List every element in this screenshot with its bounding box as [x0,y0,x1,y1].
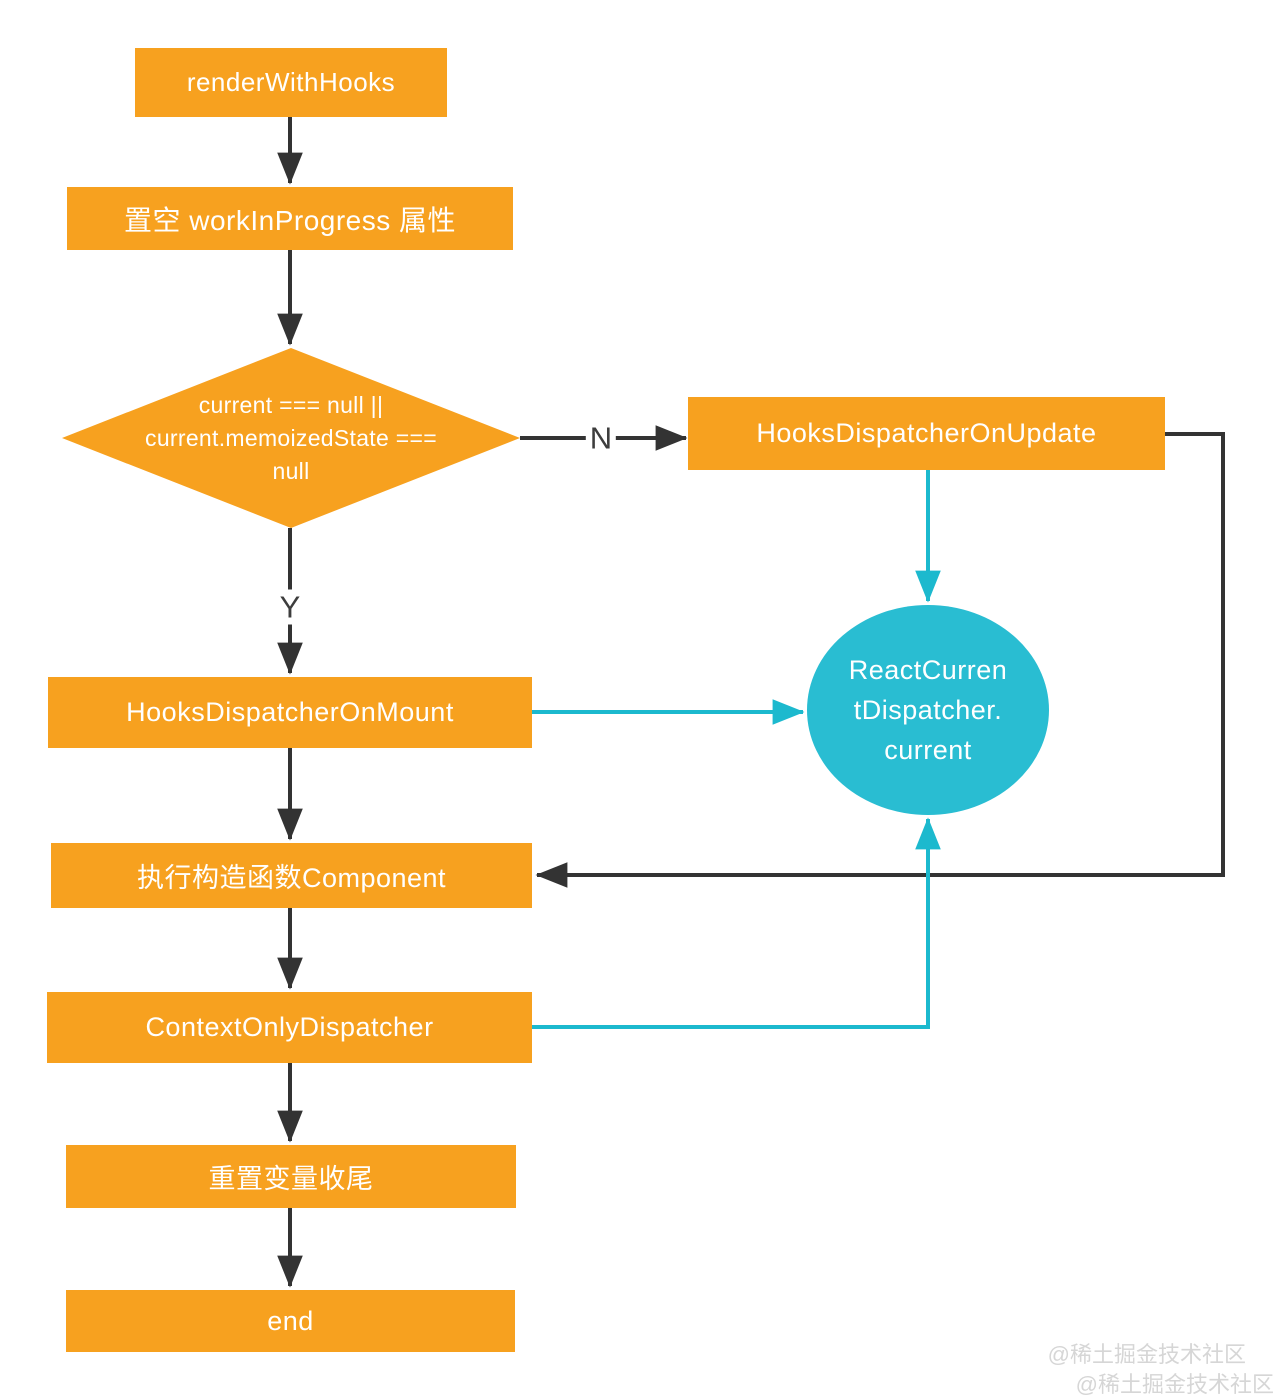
node-render-with-hooks: renderWithHooks [135,48,447,117]
arrow-context-to-dispatcher [532,817,941,1029]
dispatcher-line-1: ReactCurren [848,655,1008,685]
decision-line-3: null [272,457,310,484]
edge-label-no: N [585,420,617,456]
node-end: end [66,1290,515,1352]
node-hooks-dispatcher-on-mount-label: HooksDispatcherOnMount [126,697,454,727]
dispatcher-line-3: current [884,735,972,765]
node-reset-variables: 重置变量收尾 [66,1145,516,1208]
node-hooks-dispatcher-on-update: HooksDispatcherOnUpdate [688,397,1165,470]
watermark-juejin-1: @稀土掘金技术社区 [1047,1342,1246,1367]
arrow-update-to-execute [535,432,1225,888]
node-end-label: end [267,1305,314,1336]
node-react-current-dispatcher: ReactCurren tDispatcher. current [807,605,1049,815]
node-render-with-hooks-label: renderWithHooks [186,67,396,97]
dispatcher-line-2: tDispatcher. [853,695,1003,725]
node-execute-component: 执行构造函数Component [51,843,532,908]
node-hooks-dispatcher-on-mount: HooksDispatcherOnMount [48,677,532,748]
node-reset-variables-label: 重置变量收尾 [208,1164,374,1194]
node-execute-component-label: 执行构造函数Component [136,863,447,893]
edge-label-yes: Y [275,589,305,625]
watermark-juejin-2: @稀土掘金技术社区 [1075,1372,1274,1397]
decision-line-2: current.memoizedState === [145,424,437,451]
node-clear-work-in-progress-label: 置空 workInProgress 属性 [123,204,457,236]
node-clear-work-in-progress: 置空 workInProgress 属性 [67,187,513,250]
node-hooks-dispatcher-on-update-label: HooksDispatcherOnUpdate [756,418,1097,448]
decision-line-1: current === null || [198,391,384,418]
node-context-only-dispatcher: ContextOnlyDispatcher [47,992,532,1063]
node-context-only-dispatcher-label: ContextOnlyDispatcher [145,1012,434,1042]
